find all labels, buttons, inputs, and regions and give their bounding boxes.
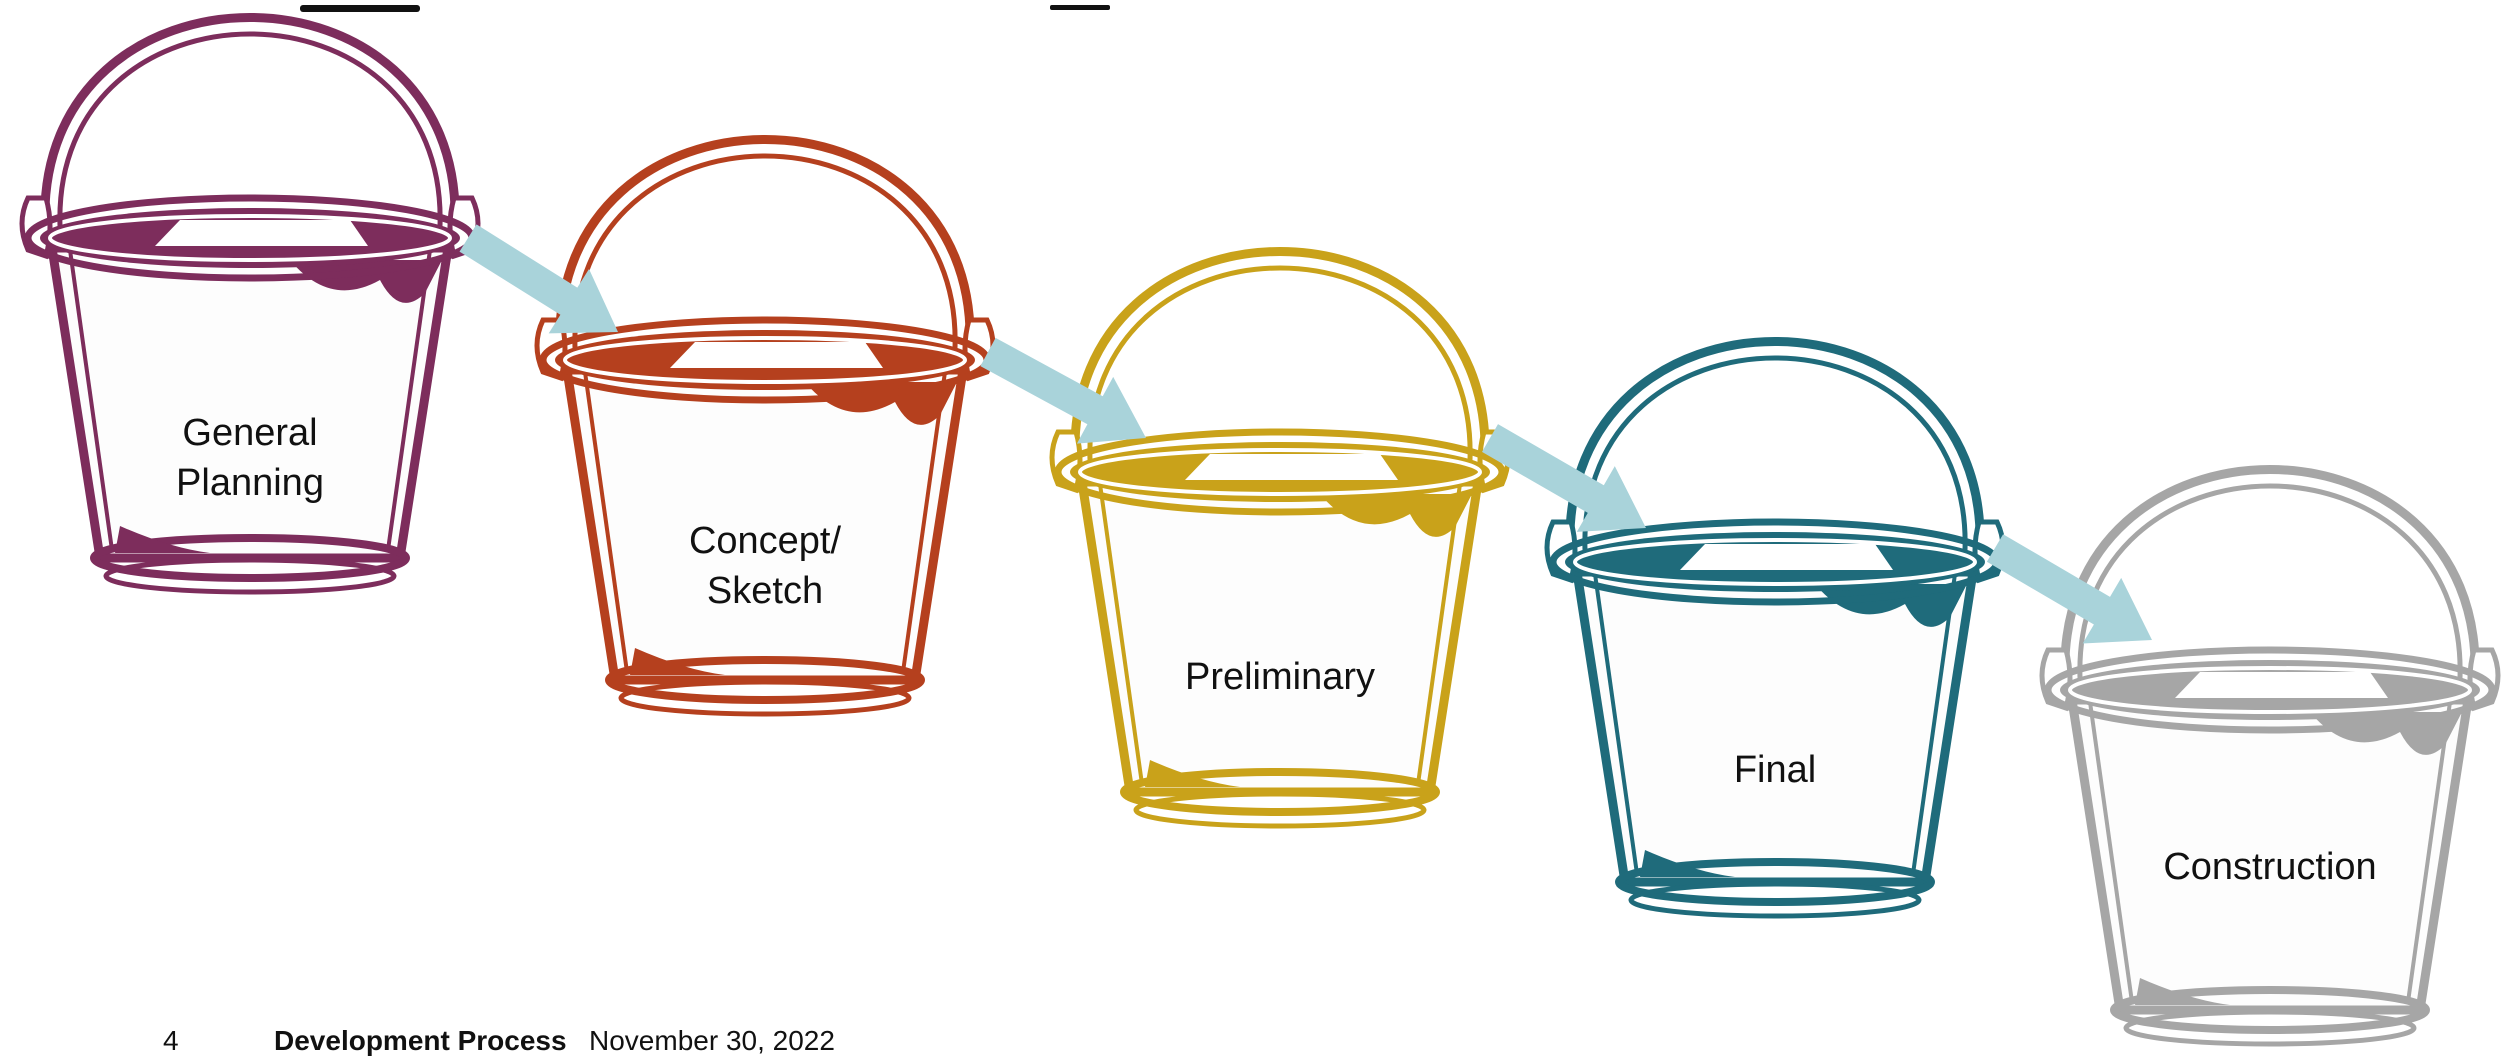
bucket-body-line — [386, 249, 432, 551]
bucket-label-final: Final — [1605, 745, 1945, 795]
slide-footer: 4 Development Process November 30, 2022 — [0, 1025, 1200, 1061]
bucket-concept-sketch — [534, 135, 996, 717]
bucket-construction — [2039, 465, 2501, 1047]
section-title: Development Process — [274, 1025, 567, 1056]
paint-mark — [115, 526, 210, 553]
flow-arrow — [459, 224, 618, 334]
bucket-label-line: General — [182, 412, 318, 454]
bucket-handle-inner — [572, 153, 958, 349]
bucket-handle-inner — [1582, 355, 1968, 551]
bucket-final — [1544, 337, 2006, 919]
paint-drip — [1320, 494, 1472, 537]
bucket-bottom-ring — [1628, 881, 1922, 919]
paint-drip — [2310, 712, 2462, 755]
bucket-body-line — [1911, 573, 1957, 875]
bucket-bottom-ring — [1120, 768, 1440, 816]
bucket-body-line — [583, 371, 629, 673]
bucket-label-line: Sketch — [706, 570, 824, 612]
bucket-handle — [2060, 465, 2480, 679]
paint-drip — [805, 382, 957, 425]
slide-title-cropped — [0, 0, 2507, 12]
bucket-label-line: Preliminary — [1184, 656, 1376, 698]
bucket-handle — [1565, 337, 1985, 551]
bucket-body — [1571, 567, 1979, 887]
paint-drip — [290, 260, 442, 303]
paint-highlight — [2175, 672, 2388, 698]
bucket-rim-highlight — [1078, 448, 1482, 496]
paint-highlight — [155, 220, 368, 246]
bucket-handle — [555, 135, 975, 349]
flow-arrow — [980, 337, 1146, 444]
bucket-handle-inner — [2077, 483, 2463, 679]
bucket-rim — [2044, 646, 2496, 734]
bucket-rim-highlight — [2068, 666, 2472, 714]
paint-highlight — [1185, 454, 1398, 480]
bucket-body-line — [2088, 701, 2134, 1003]
bucket-handle-inner — [57, 31, 443, 227]
page-number: 4 — [163, 1025, 179, 1056]
bucket-bottom-ring — [618, 679, 912, 717]
bucket-bottom-ring — [2110, 986, 2430, 1034]
bucket-general-planning — [19, 13, 481, 595]
flow-arrow — [1482, 424, 1646, 532]
bucket-rim — [1054, 428, 1506, 516]
paint-drip — [1815, 584, 1967, 627]
bucket-label-concept-sketch: Concept/Sketch — [595, 516, 935, 616]
bucket-body-line — [2406, 701, 2452, 1003]
bucket-rim-highlight — [563, 336, 967, 384]
bucket-bottom-ring — [1615, 858, 1935, 906]
bucket-label-line: Construction — [2163, 846, 2377, 888]
paint-highlight — [1680, 544, 1893, 570]
bucket-rim-highlight — [48, 214, 452, 262]
bucket-handle-inner — [1087, 265, 1473, 461]
bucket-label-line: Concept/ — [688, 520, 842, 562]
bucket-handle — [40, 13, 460, 227]
bucket-bottom-ring — [605, 656, 925, 704]
flow-arrow — [1986, 534, 2152, 644]
bucket-body-line — [1593, 573, 1639, 875]
bucket-bottom-ring — [1133, 791, 1427, 829]
bucket-rim-highlight — [1573, 538, 1977, 586]
bucket-bottom-ring — [103, 557, 397, 595]
bucket-label-line: Planning — [176, 462, 324, 504]
bucket-label-construction: Construction — [2100, 842, 2440, 892]
bucket-label-preliminary: Preliminary — [1110, 652, 1450, 702]
title-glyph-fragment — [1050, 5, 1110, 10]
bucket-handle — [1070, 247, 1490, 461]
paint-mark — [1145, 760, 1240, 787]
paint-highlight — [670, 342, 883, 368]
paint-mark — [1640, 850, 1735, 877]
title-glyph-fragment — [300, 5, 420, 12]
bucket-bottom-ring — [90, 534, 410, 582]
bucket-preliminary — [1049, 247, 1511, 829]
bucket-body — [46, 243, 454, 563]
bucket-body-line — [901, 371, 947, 673]
bucket-label-line: Final — [1733, 749, 1817, 791]
presentation-date: November 30, 2022 — [589, 1025, 835, 1056]
paint-mark — [2135, 978, 2230, 1005]
bucket-body-line — [1098, 483, 1144, 785]
bucket-bottom-ring — [2123, 1009, 2417, 1047]
bucket-body — [1076, 477, 1484, 797]
bucket-body-line — [68, 249, 114, 551]
paint-mark — [630, 648, 725, 675]
bucket-body-line — [1416, 483, 1462, 785]
